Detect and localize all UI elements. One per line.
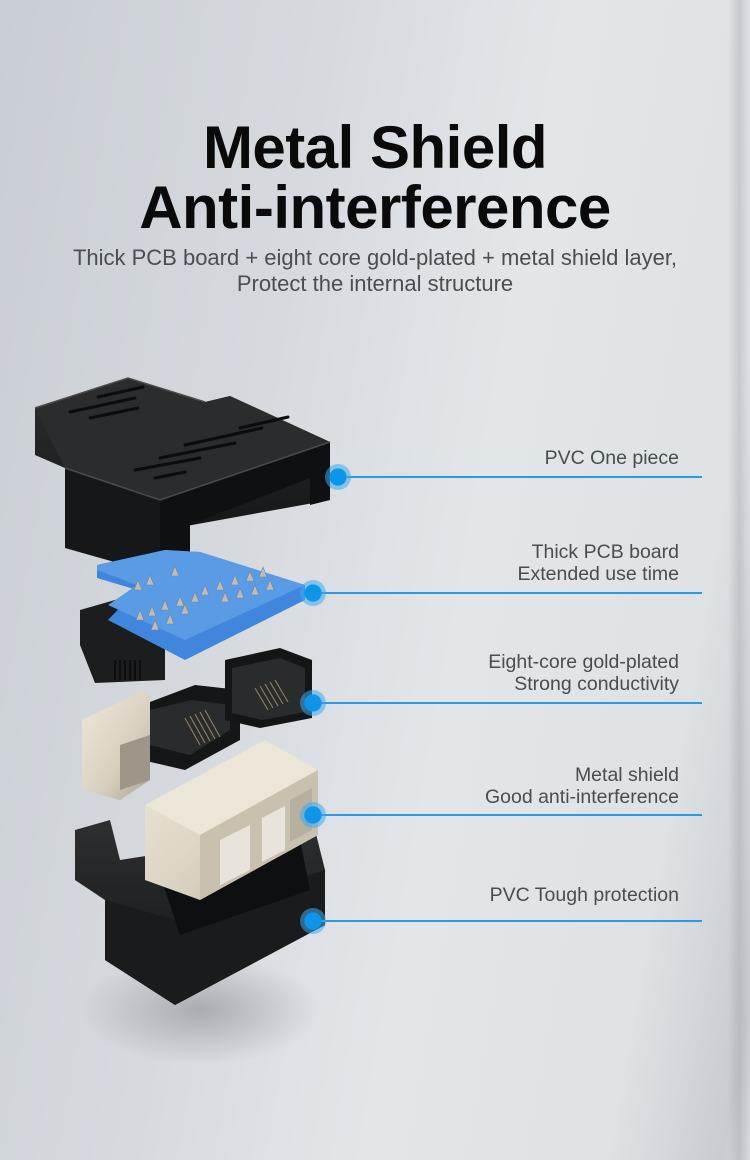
subtitle-line2: Protect the internal structure	[236, 271, 514, 296]
callout-line-gold-plated	[315, 702, 702, 704]
callout-dot-pcb	[300, 580, 326, 606]
callout-dot-pvc-one-piece	[325, 464, 351, 490]
callout-dot-metal-shield	[300, 802, 326, 828]
subtitle-line1: Thick PCB board + eight core gold-plated…	[72, 245, 678, 270]
metal-shield-left	[82, 690, 150, 800]
rj45-jacks-middle	[142, 648, 312, 770]
callout-line-pvc-tough	[315, 920, 702, 922]
callout-line-metal-shield	[315, 814, 702, 816]
page-title-line2: Anti-interference	[139, 174, 611, 241]
callout-dot-pvc-tough	[300, 908, 326, 934]
callout-line-pcb	[315, 592, 702, 594]
metal-shield-main	[145, 740, 318, 900]
callout-label-pvc-tough: PVC Tough protection	[489, 884, 679, 906]
bottom-pvc-housing	[75, 820, 325, 1005]
callout-label-pvc-one-piece: PVC One piece	[544, 447, 679, 469]
pcb-board	[97, 550, 305, 660]
callout-label-metal-shield: Metal shield Good anti-interference	[484, 764, 679, 808]
page-title-line1: Metal Shield	[202, 114, 548, 181]
background-edge-shadow	[728, 0, 750, 1160]
callout-label-pcb: Thick PCB board Extended use time	[517, 541, 679, 585]
top-pvc-cover	[34, 377, 331, 580]
callout-label-gold-plated: Eight-core gold-plated Strong conductivi…	[488, 651, 679, 695]
callout-line-pvc-one-piece	[340, 476, 702, 478]
callout-dot-gold-plated	[300, 690, 326, 716]
